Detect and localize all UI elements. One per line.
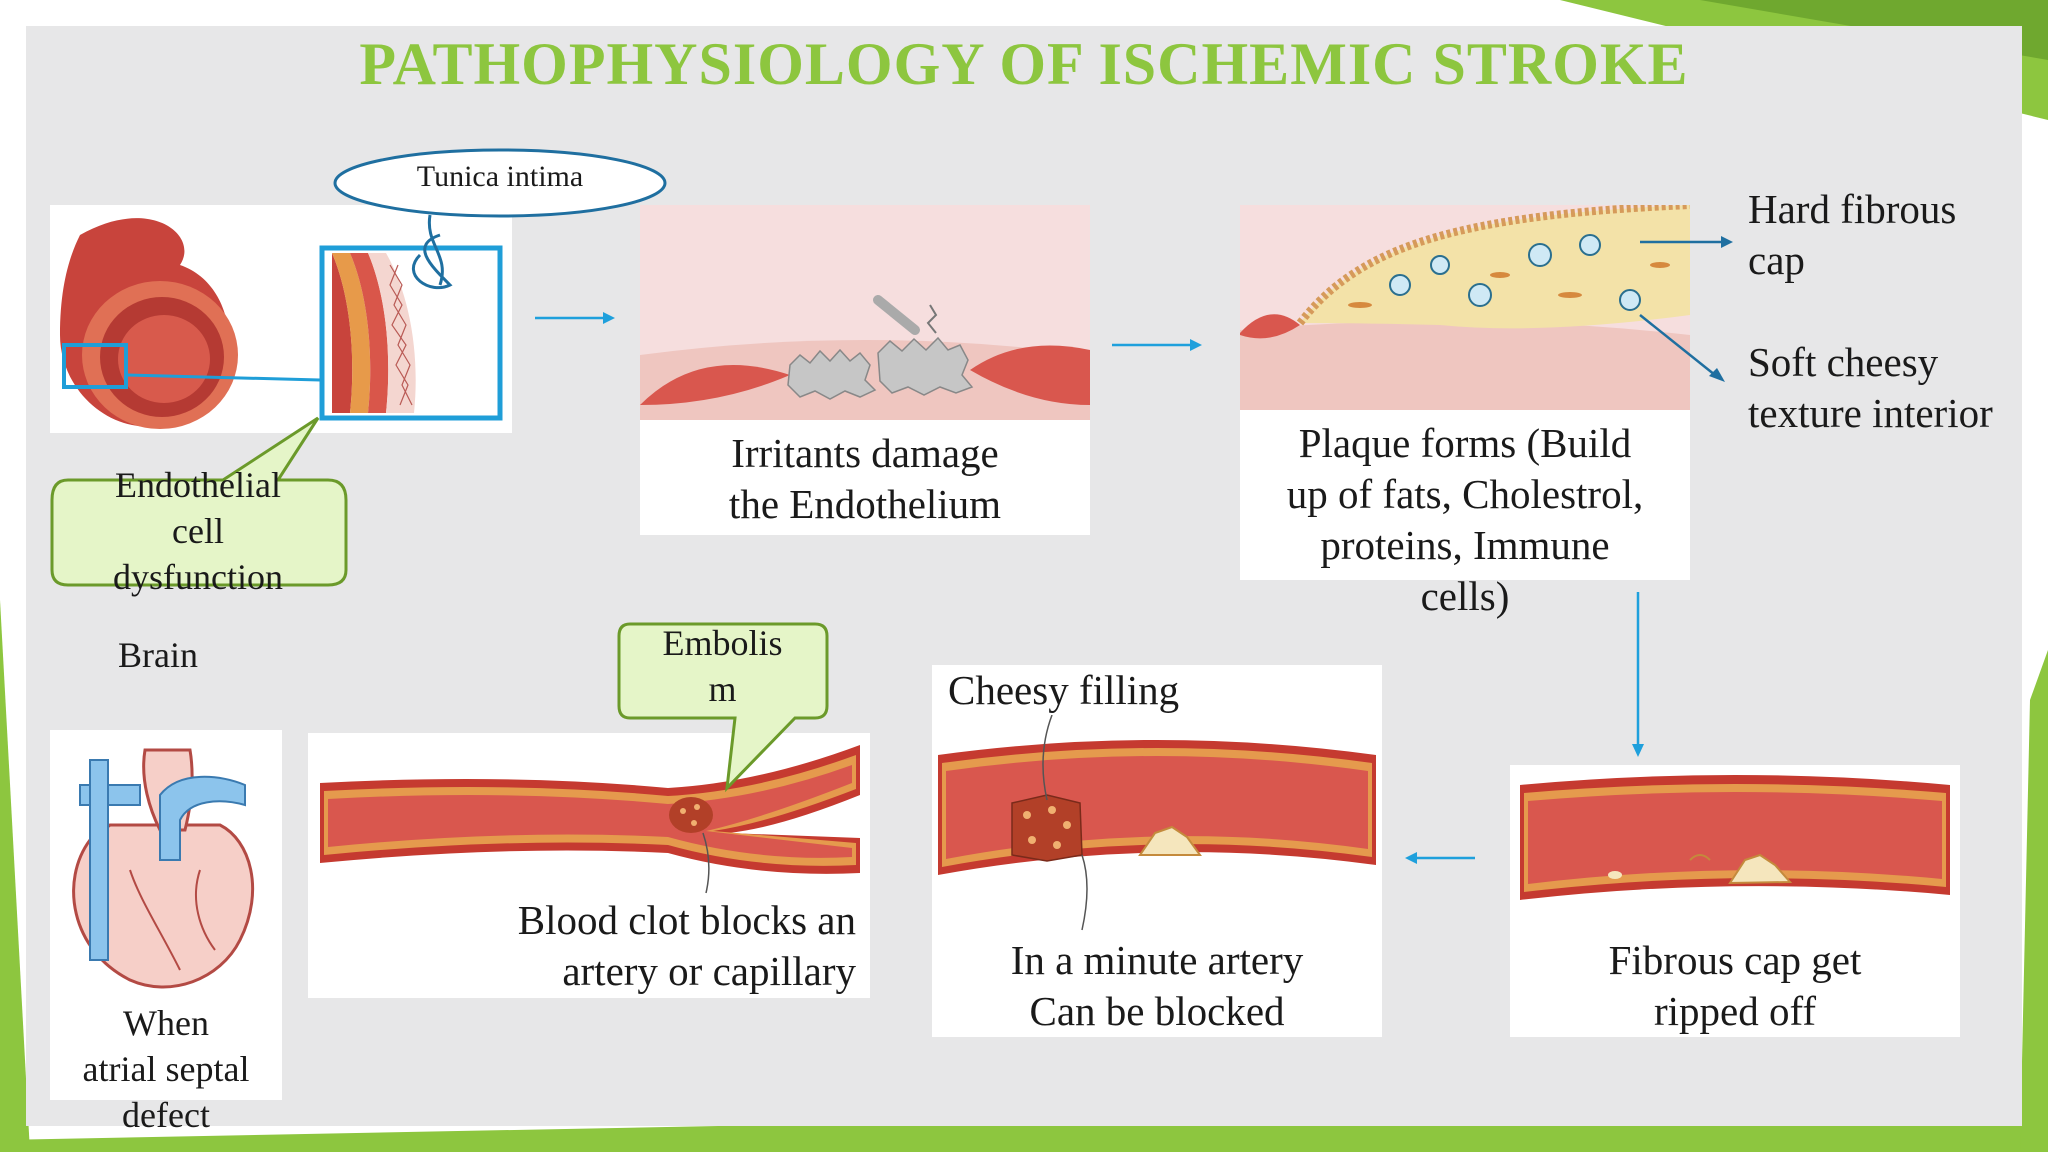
blood-clot-illustration: [320, 745, 860, 894]
plaque-label-arrows: [1639, 236, 1733, 382]
endothelial-dysfunction-label: Endothelial cell dysfunction: [52, 462, 344, 600]
endothelium-caption-line-2: the Endothelium: [728, 481, 1002, 527]
soft-interior-line-1: Soft cheesy: [1748, 339, 1939, 385]
arrow-step4-to-step5: [1405, 852, 1475, 864]
arrow-step2-to-step3: [1112, 339, 1202, 351]
embolism-line-1: Embolis: [662, 623, 783, 663]
endothelial-callout-shape: [50, 416, 348, 587]
plaque-caption-line-2: up of fats, Cholestrol,: [1286, 471, 1644, 517]
endothelium-damage-caption: Irritants damage the Endothelium: [640, 428, 1090, 530]
minute-artery-illustration: [938, 715, 1376, 931]
cheesy-filling-label: Cheesy filling: [948, 667, 1180, 713]
plaque-forms-caption: Plaque forms (Build up of fats, Cholestr…: [1240, 418, 1690, 622]
brain-label: Brain: [118, 635, 198, 675]
arrow-step3-to-step4: [1632, 592, 1644, 757]
hard-cap-line-2: cap: [1748, 237, 1805, 283]
corner-decoration-left: [0, 600, 30, 1152]
heart-caption-line-3: defect: [122, 1095, 210, 1135]
ripped-artery-illustration: [1520, 775, 1950, 900]
slide-title: PATHOPHYSIOLOGY OF ISCHEMIC STROKE: [359, 31, 1689, 97]
plaque-illustration: [1240, 205, 1690, 410]
minute-artery-line-1: In a minute artery: [1010, 937, 1304, 983]
soft-interior-line-2: texture interior: [1748, 390, 1993, 436]
plaque-caption-line-3: proteins, Immune: [1320, 522, 1610, 568]
arrow-step1-to-step2: [535, 312, 615, 324]
heart-illustration: [72, 748, 255, 989]
heart-caption: When atrial septal defect: [44, 1000, 288, 1138]
tunica-intima-label: Tunica intima: [416, 160, 584, 193]
hard-fibrous-cap-label: Hard fibrous cap: [1748, 184, 1956, 286]
endothelium-damage-illustration: [640, 205, 1090, 420]
plaque-caption-line-4: cells): [1420, 573, 1510, 619]
corner-decoration-right: [2020, 650, 2048, 1152]
fibrous-cap-caption: Fibrous cap get ripped off: [1510, 935, 1960, 1037]
embolism-callout-shape: [617, 622, 829, 793]
endothelial-line-2: cell: [172, 511, 224, 551]
tunica-intima-callout-shape: [333, 148, 667, 286]
artery-cross-section-illustration: [60, 218, 503, 429]
endothelium-caption-line-1: Irritants damage: [731, 430, 999, 476]
blood-clot-line-2: artery or capillary: [562, 948, 856, 994]
endothelial-line-3: dysfunction: [113, 557, 283, 597]
fibrous-caption-line-1: Fibrous cap get: [1608, 937, 1862, 983]
hard-cap-line-1: Hard fibrous: [1748, 186, 1957, 232]
soft-cheesy-interior-label: Soft cheesy texture interior: [1748, 337, 1993, 439]
fibrous-caption-line-2: ripped off: [1653, 988, 1817, 1034]
plaque-caption-line-1: Plaque forms (Build: [1298, 420, 1632, 466]
endothelial-line-1: Endothelial: [115, 465, 281, 505]
blood-clot-caption: Blood clot blocks an artery or capillary: [308, 895, 856, 997]
minute-artery-caption: In a minute artery Can be blocked: [932, 935, 1382, 1037]
embolism-line-2: m: [708, 669, 737, 709]
heart-caption-line-1: When: [123, 1003, 209, 1043]
heart-caption-line-2: atrial septal: [82, 1049, 250, 1089]
minute-artery-line-2: Can be blocked: [1029, 988, 1285, 1034]
embolism-label: Embolis m: [619, 620, 826, 712]
blood-clot-line-1: Blood clot blocks an: [517, 897, 856, 943]
